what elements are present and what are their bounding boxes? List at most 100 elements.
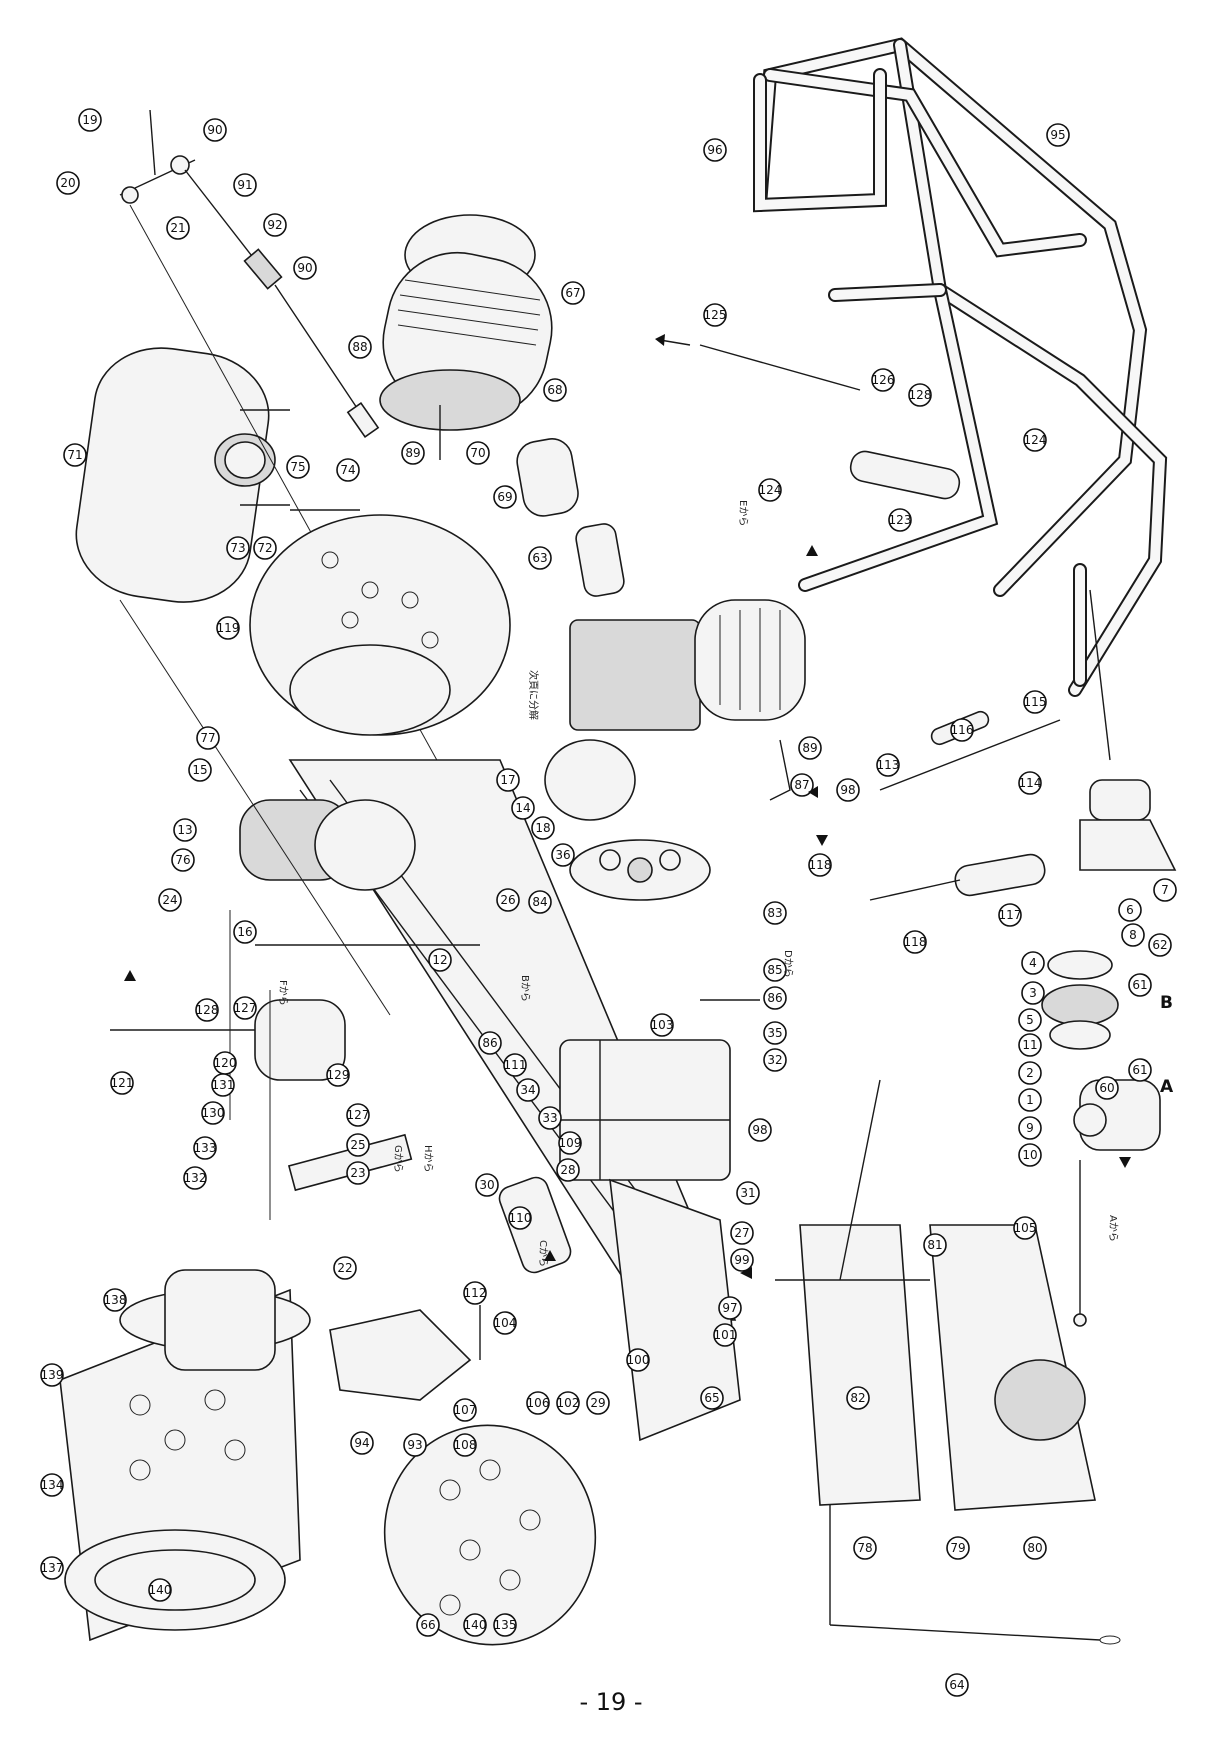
callout-140: 140 (148, 1578, 172, 1602)
svg-text:130: 130 (202, 1106, 225, 1120)
svg-text:67: 67 (565, 286, 580, 300)
callout-123: 123 (888, 508, 912, 532)
callout-124: 124 (1023, 428, 1047, 452)
callout-90b: 90 (293, 256, 317, 280)
callout-127: 127 (233, 996, 257, 1020)
svg-text:30: 30 (479, 1178, 494, 1192)
svg-text:139: 139 (41, 1368, 64, 1382)
direction-arrows (124, 334, 1131, 1279)
intake-connector (516, 438, 625, 597)
callout-81: 81 (923, 1233, 947, 1257)
callout-28: 28 (556, 1158, 580, 1182)
callout-5: 5 (1018, 1008, 1042, 1032)
svg-text:107: 107 (454, 1403, 477, 1417)
callout-11: 11 (1018, 1033, 1042, 1057)
callout-97: 97 (718, 1296, 742, 1320)
svg-text:118: 118 (904, 935, 927, 949)
svg-text:138: 138 (104, 1293, 127, 1307)
svg-text:9: 9 (1026, 1121, 1034, 1135)
callout-90: 90 (203, 118, 227, 142)
svg-text:13: 13 (177, 823, 192, 837)
callout-68: 68 (543, 378, 567, 402)
callout-21: 21 (166, 216, 190, 240)
callout-126: 126 (871, 368, 895, 392)
callout-102: 102 (556, 1391, 580, 1415)
callout-77: 77 (196, 726, 220, 750)
svg-text:71: 71 (67, 448, 82, 462)
callout-89: 89 (401, 441, 425, 465)
svg-text:85: 85 (767, 963, 782, 977)
svg-text:1: 1 (1026, 1093, 1034, 1107)
svg-text:134: 134 (41, 1478, 64, 1492)
callout-8: 8 (1121, 923, 1145, 947)
callout-113: 113 (876, 753, 900, 777)
callout-82: 82 (846, 1386, 870, 1410)
callout-66: 66 (416, 1613, 440, 1637)
rear-wheel-upper (249, 514, 511, 736)
callout-138: 138 (103, 1288, 127, 1312)
svg-text:28: 28 (560, 1163, 575, 1177)
svg-text:68: 68 (547, 383, 562, 397)
callout-96: 96 (703, 138, 727, 162)
callout-83: 83 (763, 901, 787, 925)
svg-text:24: 24 (162, 893, 177, 907)
callout-7: 7 (1153, 878, 1177, 902)
callout-22: 22 (333, 1256, 357, 1280)
svg-text:74: 74 (340, 463, 355, 477)
svg-text:99: 99 (734, 1253, 749, 1267)
svg-text:6: 6 (1126, 903, 1134, 917)
svg-text:127: 127 (234, 1001, 257, 1015)
svg-text:92: 92 (267, 218, 282, 232)
svg-text:113: 113 (877, 758, 900, 772)
note-from-F: Fから (277, 980, 289, 1006)
callout-75: 75 (286, 455, 310, 479)
svg-text:63: 63 (532, 551, 547, 565)
svg-text:11: 11 (1022, 1038, 1037, 1052)
svg-text:91: 91 (237, 178, 252, 192)
svg-text:32: 32 (767, 1053, 782, 1067)
callout-26: 26 (496, 888, 520, 912)
svg-text:23: 23 (350, 1166, 365, 1180)
roll-cage (753, 37, 1168, 697)
svg-text:120: 120 (214, 1056, 237, 1070)
callout-36: 36 (551, 843, 575, 867)
svg-text:117: 117 (999, 908, 1022, 922)
callout-130: 130 (201, 1101, 225, 1125)
svg-text:31: 31 (740, 1186, 755, 1200)
svg-text:133: 133 (194, 1141, 217, 1155)
svg-text:128: 128 (909, 388, 932, 402)
callout-120: 120 (213, 1051, 237, 1075)
svg-text:98: 98 (840, 783, 855, 797)
callout-115: 115 (1023, 690, 1047, 714)
svg-text:61: 61 (1132, 1063, 1147, 1077)
callout-71: 71 (63, 443, 87, 467)
callout-132: 132 (183, 1166, 207, 1190)
note-next-page: 次頁に分解 (527, 670, 540, 720)
svg-text:100: 100 (627, 1353, 650, 1367)
callout-86: 86 (763, 986, 787, 1010)
callout-32: 32 (763, 1048, 787, 1072)
svg-text:123: 123 (889, 513, 912, 527)
svg-text:78: 78 (857, 1541, 872, 1555)
page-number: - 19 - (579, 1688, 643, 1716)
callout-80: 80 (1023, 1536, 1047, 1560)
callout-72: 72 (253, 536, 277, 560)
note-from-A: Aから (1107, 1215, 1119, 1242)
svg-text:129: 129 (327, 1068, 350, 1082)
callout-118b: 118 (903, 930, 927, 954)
svg-text:90: 90 (297, 261, 312, 275)
svg-text:119: 119 (217, 621, 240, 635)
svg-text:79: 79 (950, 1541, 965, 1555)
callout-133: 133 (193, 1136, 217, 1160)
callout-1: 1 (1018, 1088, 1042, 1112)
callout-91: 91 (233, 173, 257, 197)
letter-B: B (1160, 993, 1173, 1013)
svg-text:14: 14 (515, 801, 530, 815)
callout-108: 108 (453, 1433, 477, 1457)
callout-29: 29 (586, 1391, 610, 1415)
callout-24: 24 (158, 888, 182, 912)
callout-125: 125 (703, 303, 727, 327)
svg-text:34: 34 (520, 1083, 535, 1097)
svg-text:2: 2 (1026, 1066, 1034, 1080)
